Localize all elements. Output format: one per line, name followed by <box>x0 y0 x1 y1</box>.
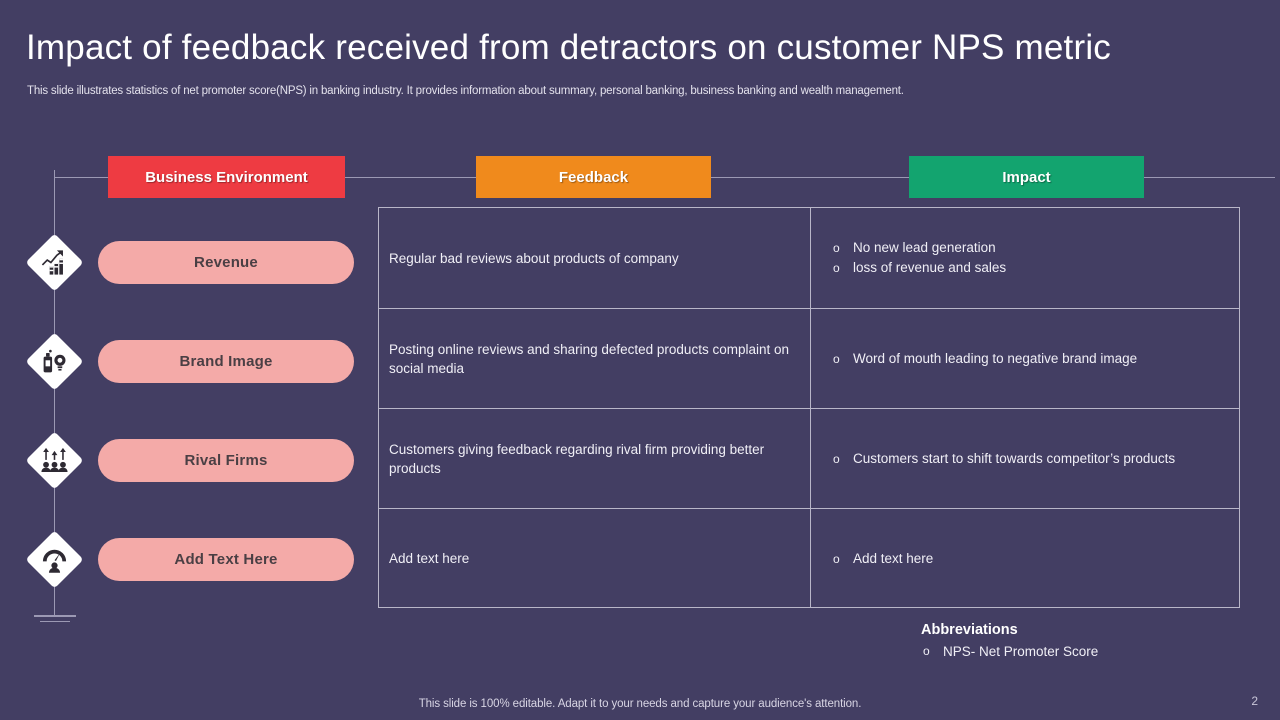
page-subtitle: This slide illustrates statistics of net… <box>27 85 904 97</box>
list-item: Add text here <box>831 549 933 569</box>
table-row: Posting online reviews and sharing defec… <box>379 308 1239 408</box>
growth-chart-icon <box>25 233 84 292</box>
customer-gauge-icon <box>25 530 84 589</box>
list-item: Customers start to shift towards competi… <box>831 449 1175 469</box>
feedback-text: Regular bad reviews about products of co… <box>389 250 679 266</box>
growth-chart-glyph <box>41 250 63 275</box>
timeline-foot-lower <box>40 621 70 622</box>
list-item: NPS- Net Promoter Score <box>921 644 1098 659</box>
impact-cell-revenue[interactable]: No new lead generation loss of revenue a… <box>811 208 1239 308</box>
connector-rail-right <box>1143 177 1275 178</box>
competitors-group-glyph <box>41 447 68 472</box>
row-label-add-text-here[interactable]: Add Text Here <box>98 538 354 581</box>
branding-bulb-glyph <box>43 349 66 373</box>
feedback-text: Customers giving feedback regarding riva… <box>389 441 765 476</box>
connector-rail-left <box>54 177 110 178</box>
impact-cell-brand-image[interactable]: Word of mouth leading to negative brand … <box>811 309 1239 408</box>
connector-rail-business-feedback <box>345 177 478 178</box>
row-label-brand-image[interactable]: Brand Image <box>98 340 354 383</box>
feedback-cell-brand-image[interactable]: Posting online reviews and sharing defec… <box>379 309 811 408</box>
impact-bullet-list: Add text here <box>831 549 933 569</box>
list-item: loss of revenue and sales <box>831 258 1006 278</box>
branding-bulb-icon <box>25 332 84 391</box>
column-header-feedback[interactable]: Feedback <box>476 156 711 198</box>
impact-cell-add-text[interactable]: Add text here <box>811 509 1239 608</box>
page-number: 2 <box>1251 694 1258 708</box>
feedback-impact-table: Regular bad reviews about products of co… <box>378 207 1240 608</box>
row-label-rival-firms[interactable]: Rival Firms <box>98 439 354 482</box>
abbreviations-title: Abbreviations <box>921 622 1018 638</box>
list-item: No new lead generation <box>831 238 1006 258</box>
table-row: Add text here Add text here <box>379 508 1239 608</box>
feedback-cell-add-text[interactable]: Add text here <box>379 509 811 608</box>
feedback-cell-rival-firms[interactable]: Customers giving feedback regarding riva… <box>379 409 811 508</box>
column-header-impact[interactable]: Impact <box>909 156 1144 198</box>
competitors-group-icon <box>25 431 84 490</box>
impact-bullet-list: Customers start to shift towards competi… <box>831 449 1175 469</box>
table-row: Regular bad reviews about products of co… <box>379 208 1239 308</box>
page-title: Impact of feedback received from detract… <box>26 28 1112 67</box>
timeline-foot-upper <box>34 615 76 617</box>
footer-note: This slide is 100% editable. Adapt it to… <box>418 698 862 710</box>
abbreviations-block: Abbreviations NPS- Net Promoter Score <box>921 622 1098 659</box>
timeline-spine <box>54 170 55 615</box>
connector-rail-feedback-impact <box>710 177 910 178</box>
table-row: Customers giving feedback regarding riva… <box>379 408 1239 508</box>
impact-bullet-list: Word of mouth leading to negative brand … <box>831 349 1137 369</box>
feedback-text: Add text here <box>389 551 470 566</box>
customer-gauge-glyph <box>42 549 67 573</box>
abbreviations-list: NPS- Net Promoter Score <box>921 644 1098 659</box>
feedback-text: Posting online reviews and sharing defec… <box>389 341 789 376</box>
row-label-revenue[interactable]: Revenue <box>98 241 354 284</box>
list-item: Word of mouth leading to negative brand … <box>831 349 1137 369</box>
feedback-cell-revenue[interactable]: Regular bad reviews about products of co… <box>379 208 811 308</box>
impact-cell-rival-firms[interactable]: Customers start to shift towards competi… <box>811 409 1239 508</box>
column-header-business-environment[interactable]: Business Environment <box>108 156 345 198</box>
impact-bullet-list: No new lead generation loss of revenue a… <box>831 238 1006 278</box>
